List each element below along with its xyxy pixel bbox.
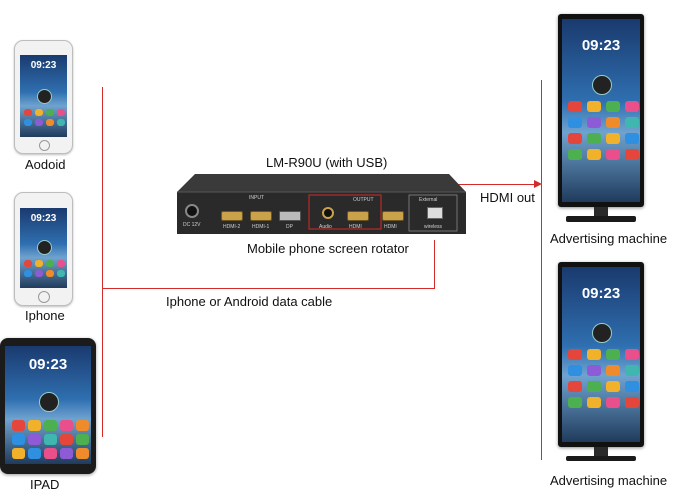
android-phone-clock: 09:23 <box>30 60 57 71</box>
audio-label: Audio <box>319 224 332 230</box>
source-bus-line <box>102 87 103 437</box>
data-cable-riser <box>434 240 435 289</box>
app-icon-grid <box>24 260 65 277</box>
dp-label: DP <box>286 224 293 230</box>
phone-app-icon <box>37 89 52 104</box>
device-caption: Mobile phone screen rotator <box>247 241 409 256</box>
iphone-clock: 09:23 <box>30 213 57 224</box>
hdmi2-label: HDMI-2 <box>223 224 241 230</box>
phone-app-icon <box>592 75 612 95</box>
advertising-machine-top: 09:23 <box>558 14 644 207</box>
device-title: LM-R90U (with USB) <box>266 155 388 170</box>
kiosk-stand <box>594 207 608 216</box>
usb-port <box>427 207 443 219</box>
hdmi1-port <box>250 211 272 221</box>
ipad-screen: 09:23 <box>5 346 91 464</box>
ipad-label: IPAD <box>30 477 60 492</box>
hdmi-out-port-a <box>347 211 369 221</box>
app-icon-grid <box>12 420 89 459</box>
audio-jack <box>322 207 334 219</box>
device-body <box>177 174 466 234</box>
dc-power-jack <box>185 204 199 218</box>
data-cable-line <box>102 288 435 289</box>
dc-label: DC 12V <box>183 222 201 228</box>
hdmi-out-port-b <box>382 211 404 221</box>
advertising-machine-top-label: Advertising machine <box>550 231 668 246</box>
app-icon-grid <box>568 101 639 160</box>
hdmi-out-label-b: HDMI <box>384 224 397 230</box>
app-icon-grid <box>24 109 65 126</box>
hdmi-out-label: HDMI out <box>480 190 535 205</box>
android-phone: 09:23 <box>14 40 73 154</box>
wireless-label: wireless <box>424 224 443 230</box>
home-button <box>38 291 50 303</box>
advertising-machine-screen: 09:23 <box>562 19 640 202</box>
hdmi-out-label-a: HDMI <box>349 224 362 230</box>
kiosk-base <box>566 216 636 222</box>
android-phone-screen: 09:23 <box>20 55 67 137</box>
phone-app-icon <box>39 392 59 412</box>
advertising-machine-clock: 09:23 <box>581 285 621 302</box>
hdmi2-port <box>221 211 243 221</box>
advertising-machine-bottom-label: Advertising machine <box>550 473 668 488</box>
output-section-label: OUTPUT <box>353 197 374 203</box>
hdmi1-label: HDMI-1 <box>252 224 270 230</box>
phone-app-icon <box>37 240 52 255</box>
app-icon-grid <box>568 349 639 408</box>
screen-rotator-device: DC 12V INPUT HDMI-2 HDMI-1 DP Audio OUTP… <box>177 174 466 236</box>
iphone-screen: 09:23 <box>20 208 67 288</box>
home-button <box>39 140 50 151</box>
cable-label: Iphone or Android data cable <box>166 294 333 309</box>
advertising-machine-screen: 09:23 <box>562 267 640 442</box>
iphone-label: Iphone <box>25 308 65 323</box>
ipad: 09:23 <box>0 338 96 474</box>
kiosk-stand <box>594 447 608 456</box>
dp-port <box>279 211 301 221</box>
output-bus-line <box>541 80 542 460</box>
android-label: Aodoid <box>25 157 66 172</box>
external-section-label: External <box>419 197 438 203</box>
input-section-label: INPUT <box>249 195 264 201</box>
kiosk-base <box>566 456 636 461</box>
advertising-machine-clock: 09:23 <box>581 37 621 54</box>
iphone: 09:23 <box>14 192 73 306</box>
advertising-machine-bottom: 09:23 <box>558 262 644 447</box>
phone-app-icon <box>592 323 612 343</box>
ipad-clock: 09:23 <box>28 356 68 373</box>
hdmi-out-arrowhead <box>534 180 542 188</box>
